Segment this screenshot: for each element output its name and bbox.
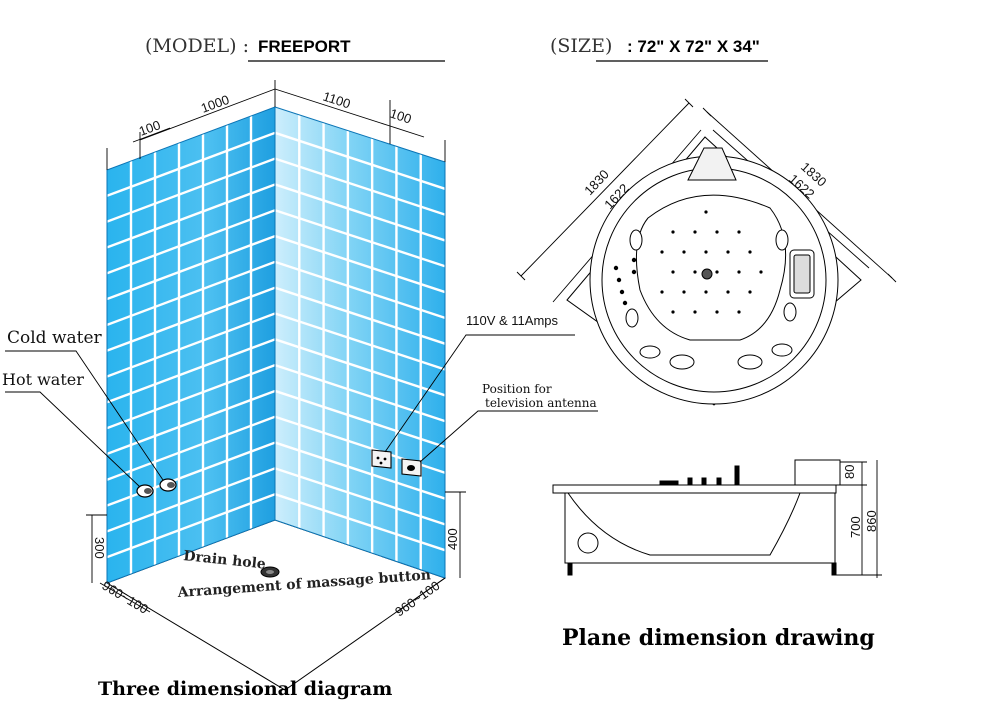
dim-left-height: 300 xyxy=(92,537,107,559)
jet-dot xyxy=(671,270,675,274)
jet-dot xyxy=(759,270,763,274)
dim-left-width: 1000 xyxy=(199,92,231,116)
jet-dot xyxy=(748,250,752,254)
jet-dot xyxy=(660,250,664,254)
jet-dot xyxy=(737,310,741,314)
jet-dot xyxy=(715,310,719,314)
plan-view: 1830 1622 1830 1622 xyxy=(516,98,897,651)
model-value: FREEPORT xyxy=(258,37,351,56)
hot-water-label: Hot water xyxy=(2,370,84,389)
dim-side-700: 700 xyxy=(848,516,863,538)
plane-caption: Plane dimension drawing xyxy=(562,625,875,651)
jet-dot xyxy=(704,250,708,254)
jet-dot xyxy=(704,290,708,294)
model-label: (MODEL) : xyxy=(145,35,249,57)
side-dimension-lines-plan xyxy=(836,460,882,578)
jet-dot xyxy=(671,310,675,314)
dim-right-height: 400 xyxy=(445,528,460,550)
dim-right-width: 1100 xyxy=(321,89,352,112)
jet-dot xyxy=(693,310,697,314)
wall-outlets xyxy=(371,449,422,477)
dim-side-860: 860 xyxy=(864,510,879,532)
jet-dot xyxy=(660,290,664,294)
tv-antenna-label-1: Position for xyxy=(482,382,552,396)
jet-dot xyxy=(748,290,752,294)
jet-dot xyxy=(693,270,697,274)
massage-jets xyxy=(660,210,763,314)
right-wall-tiles xyxy=(275,114,445,570)
jet-dot xyxy=(704,210,708,214)
dim-right-offset: 100 xyxy=(388,106,413,127)
jet-dot xyxy=(682,250,686,254)
tub-plan-outline xyxy=(566,136,862,406)
three-d-caption: Three dimensional diagram xyxy=(98,678,392,700)
dim-plan-outer-left: 1830 xyxy=(581,167,612,198)
left-wall xyxy=(106,106,276,584)
right-wall xyxy=(274,106,446,579)
header: (MODEL) : FREEPORT (SIZE) : 72" X 72" X … xyxy=(145,35,768,62)
jet-dot xyxy=(693,230,697,234)
top-dimension-lines xyxy=(106,80,446,170)
jet-dot xyxy=(726,250,730,254)
outlet-leader-lines xyxy=(384,334,598,463)
tv-antenna-label-2: television antenna xyxy=(485,396,597,410)
cold-water-label: Cold water xyxy=(7,328,103,348)
jet-dot xyxy=(737,230,741,234)
power-outlet-icon xyxy=(371,449,392,469)
tub-side-elevation xyxy=(552,459,841,576)
dim-left-offset: 100 xyxy=(137,117,163,139)
jet-dot xyxy=(671,230,675,234)
jet-dot xyxy=(682,290,686,294)
size-value: : 72" X 72" X 34" xyxy=(627,37,760,56)
water-pipes xyxy=(136,478,177,498)
control-buttons xyxy=(613,257,637,306)
floor-dimension-lines xyxy=(99,577,446,613)
jet-dot xyxy=(715,230,719,234)
side-dimension-lines xyxy=(86,491,466,583)
pipe-leader-lines xyxy=(5,350,164,488)
jet-dot xyxy=(715,270,719,274)
left-wall-tiles xyxy=(107,116,275,574)
size-label: (SIZE) xyxy=(550,35,612,57)
three-dimensional-diagram: 100 1000 1100 100 300 400 960~100 960~10… xyxy=(2,80,598,700)
power-spec-label: 110V & 11Amps xyxy=(466,313,559,328)
jet-dot xyxy=(737,270,741,274)
dim-side-80: 80 xyxy=(842,465,857,479)
jet-dot xyxy=(726,290,730,294)
